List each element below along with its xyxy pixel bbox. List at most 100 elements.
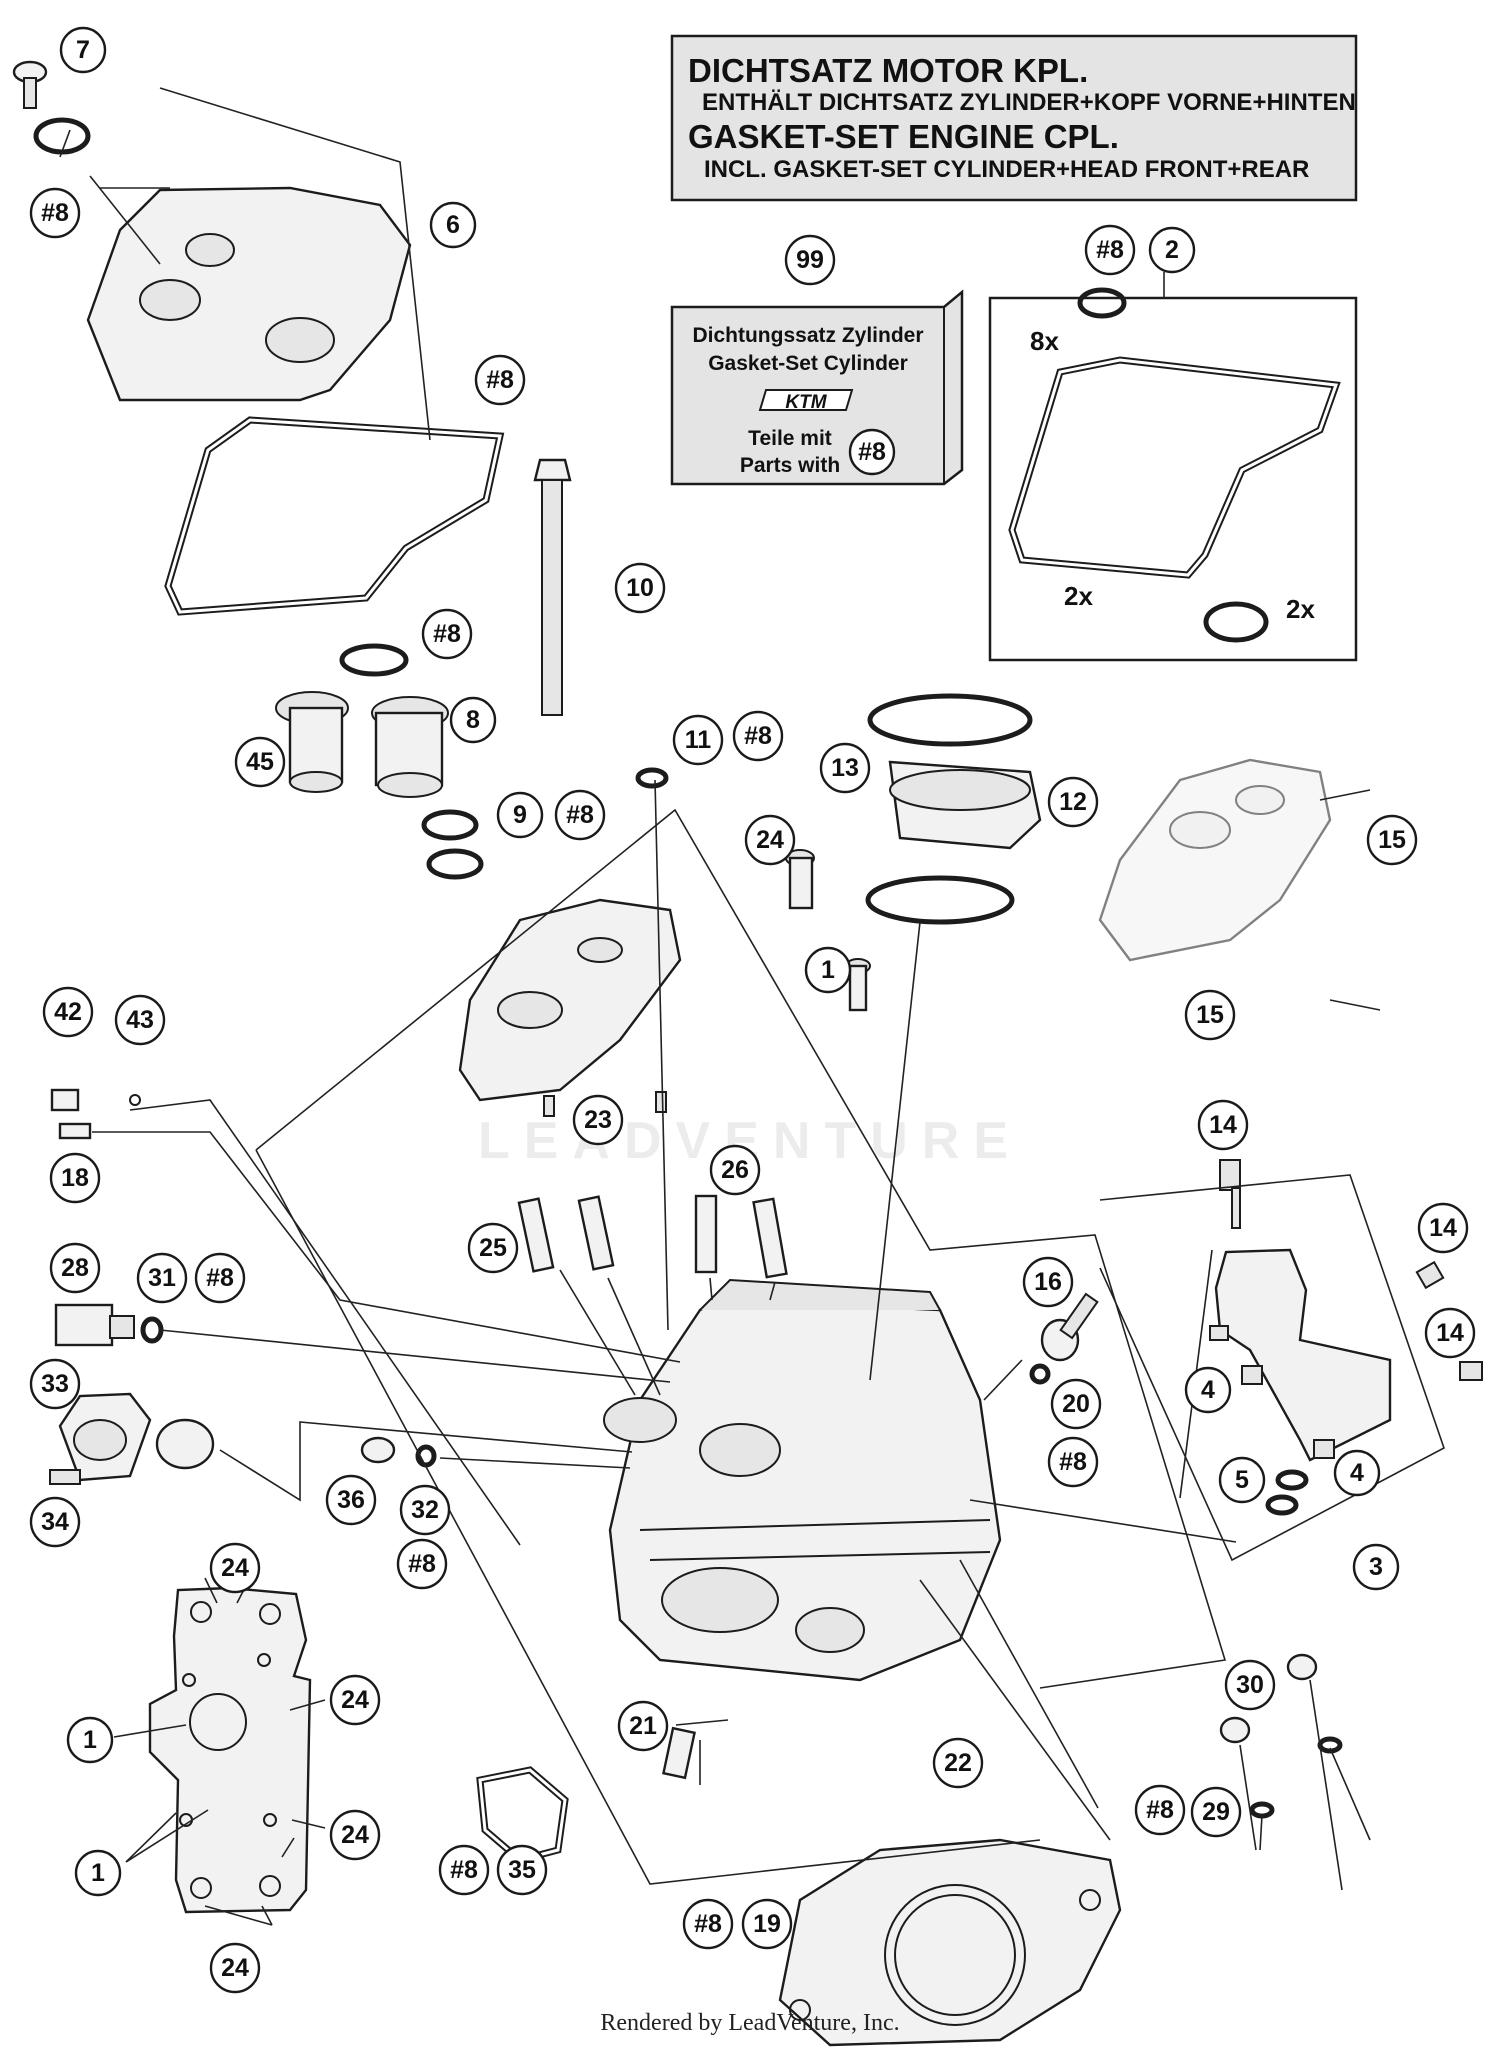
callout-16: 16 — [1022, 1256, 1074, 1308]
valve-cover-icon — [86, 186, 412, 402]
callout-8-ref: #8 — [554, 789, 606, 841]
svg-text:18: 18 — [61, 1164, 89, 1192]
kit-line-2: Gasket-Set Cylinder — [708, 352, 908, 375]
kit-ref-callout: #8 — [848, 428, 896, 476]
svg-text:7: 7 — [76, 36, 90, 64]
callout-15: 15 — [1366, 814, 1418, 866]
callout-8-ref: #8 — [396, 1538, 448, 1590]
callout-8-ref: #8 — [438, 1844, 490, 1896]
callout-8: 8 — [449, 696, 497, 744]
svg-text:36: 36 — [337, 1486, 365, 1514]
svg-text:29: 29 — [1202, 1798, 1230, 1826]
svg-text:21: 21 — [629, 1712, 657, 1740]
callout-3: 3 — [1352, 1543, 1400, 1591]
svg-text:1: 1 — [83, 1726, 97, 1754]
kit-line-1: Dichtungssatz Zylinder — [692, 324, 923, 347]
callout-14: 14 — [1417, 1202, 1469, 1254]
callout-8-ref: #8 — [474, 354, 526, 406]
cylinder-head-plate-icon — [148, 1586, 312, 1914]
callout-8-ref: #8 — [421, 608, 473, 660]
cylinder-head-icon — [603, 1278, 1002, 1682]
callout-23: 23 — [572, 1094, 624, 1146]
callout-8-ref: #8 — [29, 187, 81, 239]
svg-text:26: 26 — [721, 1156, 749, 1184]
svg-text:#8: #8 — [433, 620, 461, 648]
callout-26: 26 — [709, 1144, 761, 1196]
callout-24: 24 — [329, 1674, 381, 1726]
callout-24: 24 — [209, 1542, 261, 1594]
camshaft-holder-icon — [458, 898, 682, 1117]
svg-text:#8: #8 — [486, 366, 514, 394]
svg-text:45: 45 — [246, 748, 274, 776]
svg-text:30: 30 — [1236, 1671, 1264, 1699]
svg-text:#8: #8 — [858, 438, 886, 466]
svg-text:35: 35 — [508, 1856, 536, 1884]
callout-15: 15 — [1184, 989, 1236, 1041]
svg-text:5: 5 — [1235, 1466, 1249, 1494]
header-box: DICHTSATZ MOTOR KPL. ENTHÄLT DICHTSATZ Z… — [670, 34, 1358, 202]
svg-text:31: 31 — [148, 1264, 176, 1292]
seal-ring-icon — [476, 1766, 569, 1864]
kit-line-3: Teile mit — [748, 427, 832, 450]
gasket-set-box: 8x 2x 2x — [988, 272, 1358, 662]
callout-32: 32 — [399, 1484, 451, 1536]
svg-text:24: 24 — [221, 1554, 249, 1582]
svg-text:#8: #8 — [408, 1550, 436, 1578]
callout-9: 9 — [496, 791, 544, 839]
svg-text:22: 22 — [944, 1749, 972, 1777]
qty-ring: 2x — [1286, 594, 1315, 624]
screw-icon — [12, 60, 91, 155]
callout-6: 6 — [429, 201, 477, 249]
svg-text:24: 24 — [756, 826, 784, 854]
ktm-logo-text: KTM — [785, 392, 827, 413]
svg-text:1: 1 — [91, 1859, 105, 1887]
chain-tensioner-icon — [1209, 1159, 1483, 1516]
header-line-2: ENTHÄLT DICHTSATZ ZYLINDER+KOPF VORNE+HI… — [702, 89, 1356, 116]
callout-25: 25 — [467, 1222, 519, 1274]
svg-text:#8: #8 — [1096, 236, 1124, 264]
callout-31: 31 — [136, 1252, 188, 1304]
callout-7: 7 — [59, 26, 107, 74]
o-ring-icon — [1203, 601, 1269, 643]
sleeve-icon — [275, 643, 484, 880]
svg-text:4: 4 — [1201, 1376, 1215, 1404]
callout-8-ref: #8 — [682, 1898, 734, 1950]
callout-19: 19 — [741, 1898, 793, 1950]
svg-text:11: 11 — [685, 726, 712, 754]
callout-4: 4 — [1184, 1366, 1232, 1414]
header-line-3: GASKET-SET ENGINE CPL. — [688, 118, 1119, 155]
dowel-pin-icon — [662, 1726, 696, 1780]
svg-text:33: 33 — [41, 1370, 69, 1398]
callout-14: 14 — [1197, 1099, 1249, 1151]
svg-text:13: 13 — [831, 754, 859, 782]
callout-11: 11 — [672, 714, 724, 766]
callout-10: 10 — [614, 562, 666, 614]
callout-30: 30 — [1224, 1659, 1276, 1711]
ktm-logo-icon: KTM — [758, 389, 854, 413]
callout-29: 29 — [1190, 1786, 1242, 1838]
callout-8-ref: #8 — [732, 710, 784, 762]
svg-text:32: 32 — [411, 1496, 439, 1524]
callout-4: 4 — [1333, 1449, 1381, 1497]
fitting-icon — [50, 1088, 141, 1140]
svg-text:42: 42 — [54, 998, 82, 1026]
callout-1: 1 — [804, 946, 852, 994]
svg-text:6: 6 — [446, 211, 460, 239]
svg-text:19: 19 — [753, 1910, 781, 1938]
callout-24: 24 — [329, 1809, 381, 1861]
callout-14: 14 — [1424, 1307, 1476, 1359]
plug-icon — [360, 1436, 437, 1468]
svg-text:#8: #8 — [1146, 1796, 1174, 1824]
parts-illustration — [12, 60, 1483, 2047]
callout-20: 20 — [1050, 1378, 1102, 1430]
callout-8-ref: #8 — [1047, 1436, 1099, 1488]
callout-1: 1 — [66, 1716, 114, 1764]
valve-cover-gasket-icon — [164, 416, 505, 616]
qty-gasket: 2x — [1064, 581, 1093, 611]
valve-seal-icon — [1077, 287, 1127, 319]
svg-text:23: 23 — [584, 1106, 612, 1134]
callout-36: 36 — [325, 1474, 377, 1526]
svg-text:10: 10 — [626, 574, 654, 602]
callout-18: 18 — [49, 1152, 101, 1204]
